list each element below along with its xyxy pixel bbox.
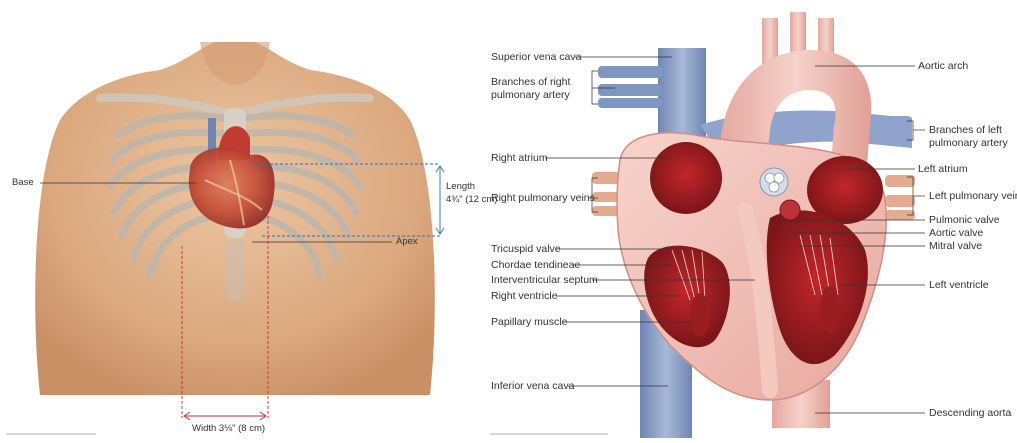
label-branches-left-pa-line2: pulmonary artery (929, 137, 1008, 149)
label-branches-left-pa-line1: Branches of left (929, 124, 1002, 136)
label-base: Base (12, 177, 34, 189)
label-descending-aorta: Descending aorta (929, 407, 1011, 419)
label-aortic-arch: Aortic arch (918, 60, 968, 72)
label-branches-right-pa-line2: pulmonary artery (491, 89, 570, 101)
label-width: Width 3⅛" (8 cm) (192, 423, 265, 435)
label-right-ventricle: Right ventricle (491, 290, 558, 302)
label-pulmonic-valve: Pulmonic valve (929, 214, 1000, 226)
label-chordae-tendineae: Chordae tendineae (491, 259, 580, 271)
torso-group (35, 42, 435, 395)
label-papillary-muscle: Papillary muscle (491, 316, 567, 328)
heart-cross-section (592, 12, 915, 438)
left-pulmonary-veins-shape (885, 175, 915, 220)
label-interventricular-septum: Interventricular septum (491, 274, 598, 286)
label-mitral-valve: Mitral valve (929, 240, 982, 252)
label-branches-right-pa-line1: Branches of right (491, 76, 570, 88)
pulmonic-valve-shape (760, 168, 788, 196)
label-apex: Apex (396, 236, 418, 248)
right-pa-branches (598, 66, 662, 108)
label-aortic-valve: Aortic valve (929, 227, 983, 239)
label-length-value: 4¾" (12 cm) (446, 194, 497, 206)
label-right-atrium: Right atrium (491, 152, 548, 164)
label-right-pulmonary-veins: Right pulmonary veins (491, 192, 595, 204)
aortic-valve-shape (780, 200, 800, 220)
label-left-pulmonary-veins: Left pulmonary veins (929, 190, 1017, 202)
label-left-atrium: Left atrium (918, 163, 968, 175)
label-left-ventricle: Left ventricle (929, 279, 989, 291)
label-length: Length (446, 181, 475, 193)
label-inferior-vena-cava: Inferior vena cava (491, 380, 574, 392)
label-superior-vena-cava: Superior vena cava (491, 51, 581, 63)
right-atrium-chamber (650, 142, 722, 214)
label-tricuspid-valve: Tricuspid valve (491, 243, 561, 255)
